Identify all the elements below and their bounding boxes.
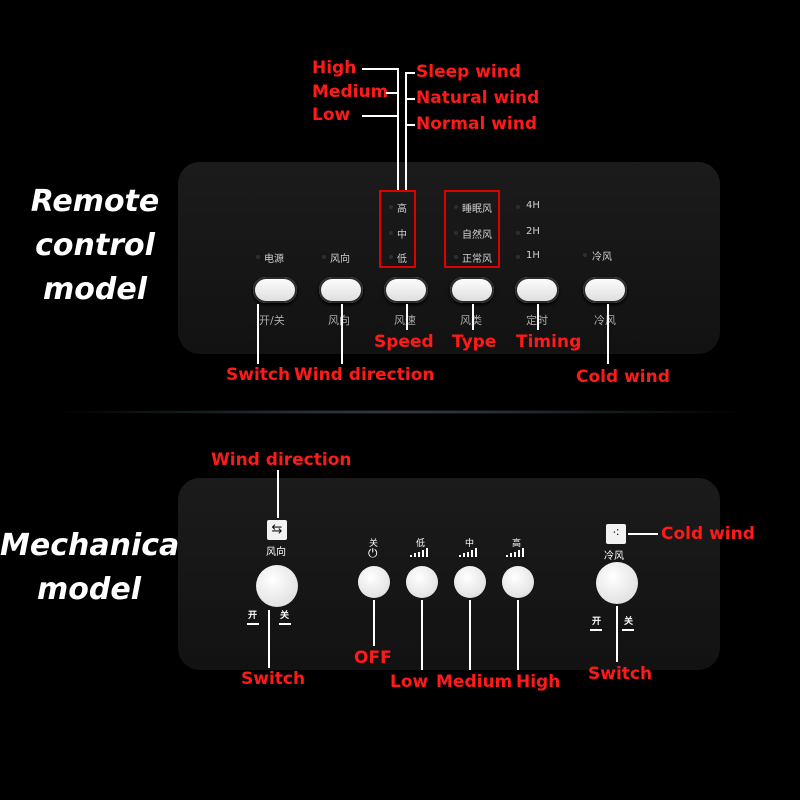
speed-medium: 中 — [397, 230, 407, 241]
callout-speed: Speed — [374, 332, 434, 352]
callout-switch-mech-left: Switch — [241, 669, 306, 689]
mech-cold-label: 冷风 — [604, 551, 624, 562]
remote-title-line1: Remote — [30, 184, 160, 219]
callout-off: OFF — [354, 648, 392, 668]
callout-switch-remote: Switch — [226, 365, 291, 385]
mech-left-on-text: 开 — [248, 611, 258, 621]
callout-medium: Medium — [312, 82, 389, 102]
remote-title-line3: model — [43, 272, 147, 307]
signal-low-icon — [410, 548, 430, 557]
callout-timing: Timing — [516, 332, 582, 352]
cold-wind-icon: ⁖ — [606, 524, 626, 544]
mechanical-title-line1: Mechanical — [0, 528, 190, 563]
timer-button[interactable] — [515, 277, 559, 303]
mech-right-off-text: 关 — [624, 617, 634, 627]
timer-4h: 4H — [526, 200, 540, 211]
mech-right-on-text: 开 — [592, 617, 602, 627]
callout-type: Type — [452, 332, 497, 352]
section-divider — [60, 410, 740, 414]
timer-2h: 2H — [526, 226, 540, 237]
speed-low: 低 — [397, 254, 407, 265]
mech-off-button[interactable] — [358, 566, 390, 598]
mech-low-button[interactable] — [406, 566, 438, 598]
signal-high-icon — [506, 548, 526, 557]
mech-medium-button[interactable] — [454, 566, 486, 598]
callout-sleep-wind: Sleep wind — [416, 62, 522, 82]
type-button-label: 风类 — [460, 314, 482, 327]
callout-cold-wind-remote: Cold wind — [576, 367, 670, 387]
direction-button-label: 风向 — [328, 314, 350, 327]
callout-wind-direction-mech: Wind direction — [211, 450, 352, 470]
indicator-cold: 冷风 — [592, 252, 612, 263]
indicator-direction: 风向 — [330, 254, 350, 265]
mechanical-title-line2: model — [37, 572, 141, 607]
callout-high: High — [312, 58, 357, 78]
callout-switch-mech-right: Switch — [588, 664, 653, 684]
timer-1h: 1H — [526, 250, 540, 261]
mech-switch-knob[interactable] — [256, 565, 298, 607]
type-natural: 自然风 — [462, 230, 492, 241]
callout-cold-wind-mech: Cold wind — [661, 524, 755, 544]
callout-natural-wind: Natural wind — [416, 88, 540, 108]
power-button-label: 开/关 — [259, 314, 285, 327]
remote-title-line2: control — [35, 228, 155, 263]
mech-medium-label: 中 — [465, 539, 475, 549]
speed-high: 高 — [397, 204, 407, 215]
speed-button-label: 风速 — [394, 314, 416, 327]
wind-direction-icon: ⇆ — [267, 520, 287, 540]
callout-normal-wind: Normal wind — [416, 114, 538, 134]
type-indicator-box — [444, 190, 500, 268]
callout-medium-mech: Medium — [436, 672, 513, 692]
mech-cold-switch-knob[interactable] — [596, 562, 638, 604]
cold-button-label: 冷风 — [594, 314, 616, 327]
callout-low-mech: Low — [390, 672, 429, 692]
cold-wind-button[interactable] — [583, 277, 627, 303]
mech-high-button[interactable] — [502, 566, 534, 598]
type-normal: 正常风 — [462, 254, 492, 265]
mech-left-off-text: 关 — [280, 611, 290, 621]
speed-button[interactable] — [384, 277, 428, 303]
type-button[interactable] — [450, 277, 494, 303]
remote-control-panel — [178, 162, 720, 354]
mech-high-label: 高 — [512, 539, 522, 549]
power-button[interactable] — [253, 277, 297, 303]
power-icon: ⏻ — [368, 546, 378, 560]
indicator-power: 电源 — [264, 254, 284, 265]
callout-wind-direction-remote: Wind direction — [294, 365, 435, 385]
mech-direction-label: 风向 — [266, 547, 286, 558]
mechanical-model-title: Mechanical model — [0, 524, 190, 612]
callout-high-mech: High — [516, 672, 561, 692]
speed-indicator-box — [379, 190, 416, 268]
type-sleep: 睡眠风 — [462, 204, 492, 215]
mech-low-label: 低 — [416, 539, 426, 549]
signal-medium-icon — [459, 548, 479, 557]
callout-low: Low — [312, 105, 351, 125]
remote-model-title: Remote control model — [20, 180, 170, 312]
wind-direction-button[interactable] — [319, 277, 363, 303]
mech-off-label: 关 — [369, 539, 379, 549]
